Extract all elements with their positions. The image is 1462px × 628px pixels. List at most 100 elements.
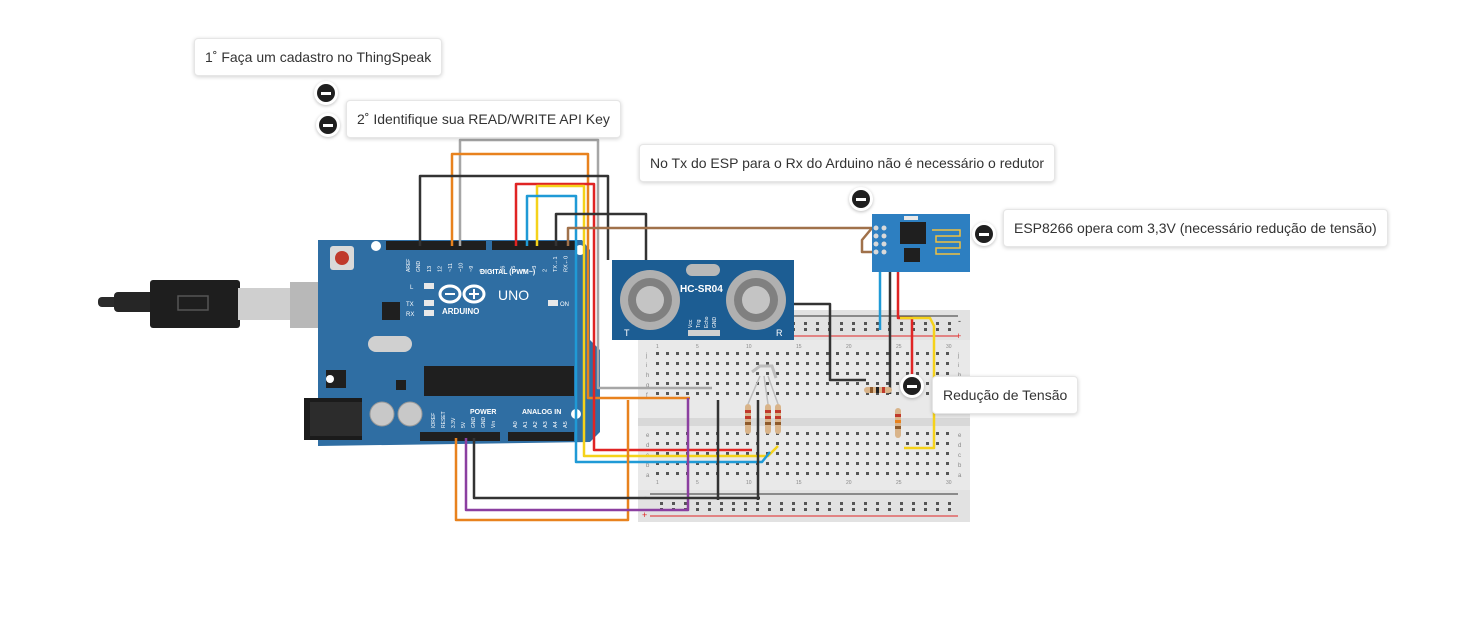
breadboard-hole[interactable] [828, 502, 831, 505]
breadboard-hole[interactable] [684, 502, 687, 505]
breadboard-hole[interactable] [826, 352, 829, 355]
breadboard-hole[interactable] [776, 462, 779, 465]
breadboard-hole[interactable] [866, 452, 869, 455]
breadboard-hole[interactable] [926, 432, 929, 435]
breadboard-hole[interactable] [876, 508, 879, 511]
breadboard-hole[interactable] [676, 472, 679, 475]
breadboard-hole[interactable] [716, 352, 719, 355]
breadboard-hole[interactable] [666, 452, 669, 455]
breadboard-hole[interactable] [792, 508, 795, 511]
breadboard-hole[interactable] [866, 432, 869, 435]
breadboard-hole[interactable] [826, 362, 829, 365]
breadboard-hole[interactable] [706, 432, 709, 435]
note-esp-voltage[interactable]: ESP8266 opera com 3,3V (necessário reduç… [1003, 209, 1388, 247]
breadboard-hole[interactable] [876, 352, 879, 355]
breadboard-hole[interactable] [796, 442, 799, 445]
breadboard-hole[interactable] [936, 462, 939, 465]
breadboard-hole[interactable] [846, 352, 849, 355]
breadboard-hole[interactable] [896, 462, 899, 465]
breadboard-hole[interactable] [816, 452, 819, 455]
breadboard-hole[interactable] [656, 382, 659, 385]
breadboard-hole[interactable] [926, 452, 929, 455]
breadboard-hole[interactable] [732, 508, 735, 511]
breadboard-hole[interactable] [804, 508, 807, 511]
breadboard-hole[interactable] [696, 372, 699, 375]
breadboard-hole[interactable] [876, 392, 879, 395]
breadboard-hole[interactable] [806, 442, 809, 445]
breadboard-hole[interactable] [726, 432, 729, 435]
breadboard-hole[interactable] [776, 392, 779, 395]
breadboard-hole[interactable] [866, 392, 869, 395]
breadboard-hole[interactable] [656, 432, 659, 435]
breadboard-hole[interactable] [696, 462, 699, 465]
esp8266-module[interactable] [872, 214, 970, 272]
breadboard-hole[interactable] [806, 392, 809, 395]
breadboard-hole[interactable] [776, 452, 779, 455]
breadboard-hole[interactable] [936, 442, 939, 445]
breadboard-hole[interactable] [656, 442, 659, 445]
breadboard-hole[interactable] [866, 372, 869, 375]
breadboard-hole[interactable] [666, 462, 669, 465]
breadboard-hole[interactable] [776, 382, 779, 385]
breadboard-hole[interactable] [806, 472, 809, 475]
breadboard-hole[interactable] [816, 322, 819, 325]
breadboard-hole[interactable] [696, 502, 699, 505]
breadboard-hole[interactable] [796, 452, 799, 455]
breadboard-hole[interactable] [906, 452, 909, 455]
breadboard-hole[interactable] [816, 352, 819, 355]
breadboard-hole[interactable] [926, 442, 929, 445]
breadboard-hole[interactable] [840, 328, 843, 331]
breadboard-hole[interactable] [926, 472, 929, 475]
breadboard-hole[interactable] [864, 322, 867, 325]
breadboard-hole[interactable] [756, 502, 759, 505]
breadboard-hole[interactable] [786, 432, 789, 435]
arduino-uno-board[interactable]: L TX RX ON ARDUINO UNO DIGITAL (PWM~) 13… [304, 240, 600, 446]
breadboard-hole[interactable] [676, 372, 679, 375]
breadboard-hole[interactable] [866, 442, 869, 445]
breadboard-hole[interactable] [656, 472, 659, 475]
breadboard-hole[interactable] [906, 462, 909, 465]
note-thingspeak-signup[interactable]: 1˚ Faça um cadastro no ThingSpeak [194, 38, 443, 76]
breadboard-hole[interactable] [906, 432, 909, 435]
breadboard-hole[interactable] [936, 508, 939, 511]
breadboard-hole[interactable] [846, 472, 849, 475]
breadboard-hole[interactable] [896, 352, 899, 355]
breadboard-hole[interactable] [896, 372, 899, 375]
breadboard-hole[interactable] [736, 452, 739, 455]
breadboard-hole[interactable] [836, 462, 839, 465]
breadboard-hole[interactable] [886, 382, 889, 385]
breadboard-hole[interactable] [816, 432, 819, 435]
breadboard-hole[interactable] [796, 362, 799, 365]
breadboard-hole[interactable] [886, 372, 889, 375]
breadboard-hole[interactable] [666, 352, 669, 355]
breadboard-hole[interactable] [886, 472, 889, 475]
breadboard-hole[interactable] [936, 452, 939, 455]
breadboard-hole[interactable] [936, 322, 939, 325]
breadboard-hole[interactable] [720, 502, 723, 505]
breadboard-hole[interactable] [706, 382, 709, 385]
breadboard-hole[interactable] [676, 392, 679, 395]
breadboard-hole[interactable] [900, 328, 903, 331]
breadboard-hole[interactable] [696, 442, 699, 445]
breadboard-hole[interactable] [806, 352, 809, 355]
breadboard-hole[interactable] [926, 362, 929, 365]
breadboard-hole[interactable] [886, 392, 889, 395]
breadboard-hole[interactable] [936, 502, 939, 505]
breadboard-hole[interactable] [796, 392, 799, 395]
breadboard-hole[interactable] [756, 372, 759, 375]
breadboard-hole[interactable] [916, 462, 919, 465]
breadboard-hole[interactable] [912, 328, 915, 331]
breadboard-hole[interactable] [776, 442, 779, 445]
breadboard-hole[interactable] [766, 372, 769, 375]
breadboard-hole[interactable] [766, 362, 769, 365]
breadboard-hole[interactable] [912, 322, 915, 325]
breadboard-hole[interactable] [876, 462, 879, 465]
wires[interactable] [418, 138, 936, 522]
breadboard-hole[interactable] [656, 372, 659, 375]
breadboard-hole[interactable] [676, 442, 679, 445]
breadboard-hole[interactable] [806, 462, 809, 465]
breadboard-hole[interactable] [766, 392, 769, 395]
breadboard-hole[interactable] [846, 452, 849, 455]
breadboard-hole[interactable] [792, 502, 795, 505]
